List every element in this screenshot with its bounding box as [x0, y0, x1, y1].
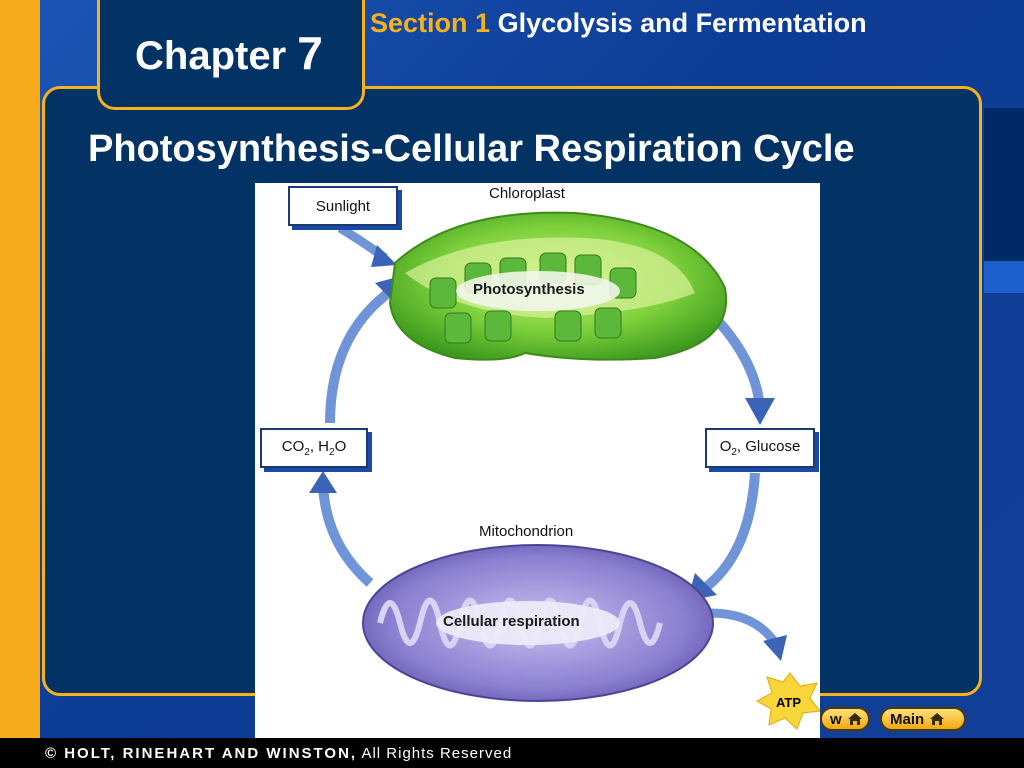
photosynthesis-oval	[456, 271, 620, 311]
sunlight-text: Sunlight	[315, 197, 371, 215]
arrow-atp	[709, 608, 779, 646]
arrow-left-upper	[325, 283, 398, 424]
diagram-graphics	[309, 211, 820, 730]
atp-burst	[755, 672, 820, 730]
home-icon	[847, 713, 862, 725]
overview-button-label: w	[830, 710, 842, 728]
copyright-footer: © HOLT, RINEHART AND WINSTON, All Rights…	[45, 745, 512, 762]
co2-h2o-label: CO2, H2O	[260, 428, 368, 468]
footer-bar	[0, 738, 1024, 768]
chapter-tab	[97, 0, 365, 110]
o2-glucose-label: O2, Glucose	[705, 428, 815, 468]
rights-text: All Rights Reserved	[357, 745, 513, 762]
left-accent-stripe	[0, 0, 40, 738]
cycle-diagram: Sunlight Chloroplast Photosynthesis CO2,…	[255, 183, 820, 738]
publisher-name: © HOLT, RINEHART AND WINSTON,	[45, 745, 358, 762]
co2-h2o-text: CO2, H2O	[281, 438, 347, 458]
atp-label: ATP	[776, 695, 802, 710]
chloroplast-label: Chloroplast	[489, 185, 565, 202]
right-edge-block-light	[984, 261, 1024, 293]
main-button[interactable]: Main	[880, 707, 966, 731]
main-button-label: Main	[890, 710, 925, 728]
arrow-atp-head	[763, 635, 787, 661]
slide-title: Photosynthesis-Cellular Respiration Cycl…	[88, 128, 855, 170]
chapter-number: 7	[297, 27, 323, 79]
overview-button[interactable]: w	[820, 707, 870, 731]
sunlight-label: Sunlight	[288, 186, 398, 226]
section-header: Section 1 Glycolysis and Fermentation	[370, 8, 867, 39]
arrow-left-lower	[318, 482, 374, 587]
chapter-word: Chapter	[135, 34, 287, 78]
section-label: Section 1	[370, 8, 491, 38]
photosynthesis-label: Photosynthesis	[473, 281, 585, 298]
arrow-sunlight-head	[371, 245, 397, 267]
section-title: Glycolysis and Fermentation	[497, 8, 867, 38]
cellular-respiration-label: Cellular respiration	[443, 613, 580, 630]
arrow-right-lower	[701, 472, 760, 592]
home-icon	[930, 713, 945, 725]
chapter-label: Chapter 7	[135, 26, 323, 80]
right-edge-block	[984, 108, 1024, 261]
mitochondrion-label: Mitochondrion	[479, 523, 574, 540]
cellular-respiration-oval	[436, 601, 620, 645]
arrow-left-lower-head	[309, 471, 337, 493]
o2-glucose-text: O2, Glucose	[719, 438, 801, 458]
arrow-right-upper-head	[745, 398, 775, 425]
